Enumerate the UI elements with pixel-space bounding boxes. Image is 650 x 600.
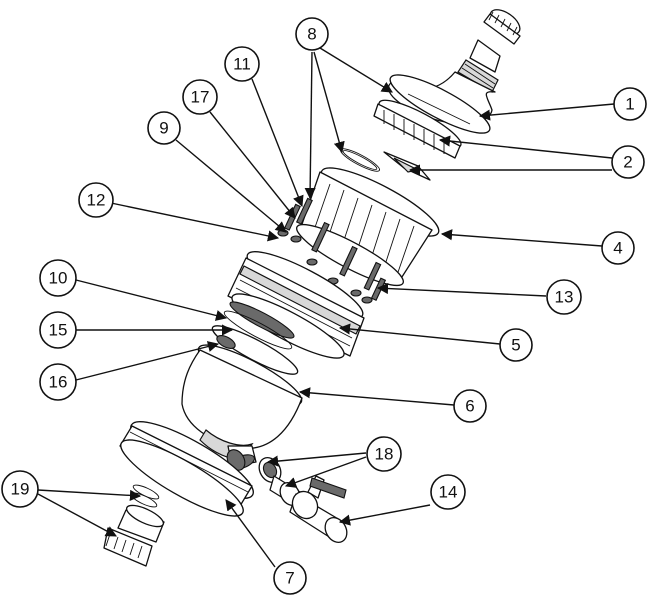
callout-4: 4 [601,231,635,265]
callout-14-label: 14 [439,483,458,502]
callout-8: 8 [295,17,329,51]
callout-1-label: 1 [625,95,634,114]
callout-5: 5 [499,328,533,362]
callout-10-label: 10 [49,269,68,288]
callout-4-label: 4 [613,239,622,258]
part-7-bottom-clamp [119,421,254,517]
rings-10-15-16 [211,301,299,375]
callout-19-label: 19 [11,480,30,499]
callout-12-label: 12 [87,191,106,210]
callout-15-label: 15 [49,321,68,340]
callout-7-label: 7 [285,569,294,588]
callout-7: 7 [273,561,307,595]
callout-1: 1 [613,87,647,121]
callout-5-label: 5 [511,336,520,355]
fasteners [277,197,387,304]
callout-17: 17 [182,79,218,115]
callout-18-label: 18 [375,445,394,464]
callout-16-label: 16 [49,373,68,392]
callout-16: 16 [39,363,77,401]
part-14-valve [289,475,348,543]
callout-14: 14 [430,474,466,510]
callout-11-label: 11 [233,55,251,74]
callout-19: 19 [1,470,39,508]
callout-13-label: 13 [555,288,574,307]
callout-9: 9 [147,111,181,145]
callout-2-label: 2 [623,153,632,172]
leader-lines [37,47,615,568]
callout-12: 12 [78,182,114,218]
callout-8-label: 8 [307,25,316,44]
callout-17-label: 17 [191,88,210,107]
part-6-bowl [181,344,303,470]
callout-2: 2 [611,145,645,179]
part-2-diffuser [373,99,462,181]
callout-13: 13 [546,279,582,315]
callout-10: 10 [39,259,77,297]
callout-15: 15 [39,311,77,349]
callout-6-label: 6 [465,397,474,416]
callout-18: 18 [366,436,402,472]
callout-9-label: 9 [159,119,168,138]
callout-11: 11 [224,46,260,82]
callout-6: 6 [453,389,487,423]
part-5-threaded-collar [227,251,365,359]
